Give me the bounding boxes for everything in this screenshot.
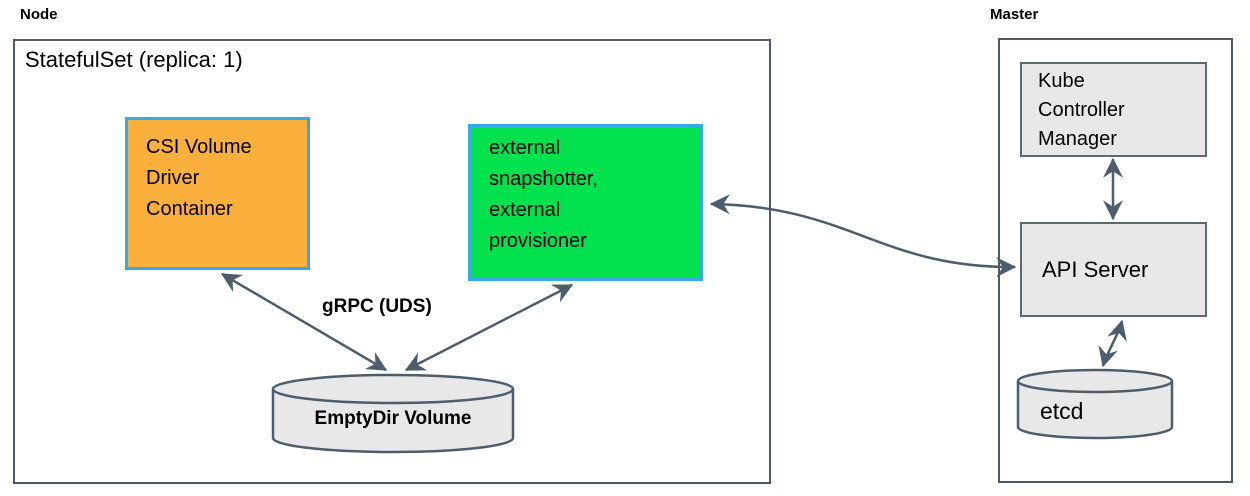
master-title: Master <box>990 6 1039 23</box>
etcd-label: etcd <box>1040 398 1084 424</box>
statefulset-title: StatefulSet (replica: 1) <box>25 47 243 72</box>
node-box <box>13 39 771 484</box>
etcd-cylinder <box>1016 368 1174 440</box>
emptydir-volume-label: EmptyDir Volume <box>314 408 472 429</box>
csi-volume-driver-container-box: CSI Volume Driver Container <box>125 117 310 270</box>
external-snapshotter-provisioner-box: external snapshotter, external provision… <box>468 124 703 281</box>
emptydir-cylinder <box>271 373 515 454</box>
api-server-etcd-arrow <box>1098 319 1127 368</box>
node-title: Node <box>20 6 58 23</box>
sidecars-api-server-arrow <box>709 194 1017 278</box>
grpc-arrow-csi-driver <box>220 272 388 372</box>
grpc-arrow-sidecars <box>404 283 574 372</box>
grpc-uds-label: gRPC (UDS) <box>322 296 432 317</box>
master-box <box>998 38 1233 483</box>
kube-controller-manager-box: Kube Controller Manager <box>1020 62 1207 157</box>
api-server-box: API Server <box>1020 222 1207 317</box>
